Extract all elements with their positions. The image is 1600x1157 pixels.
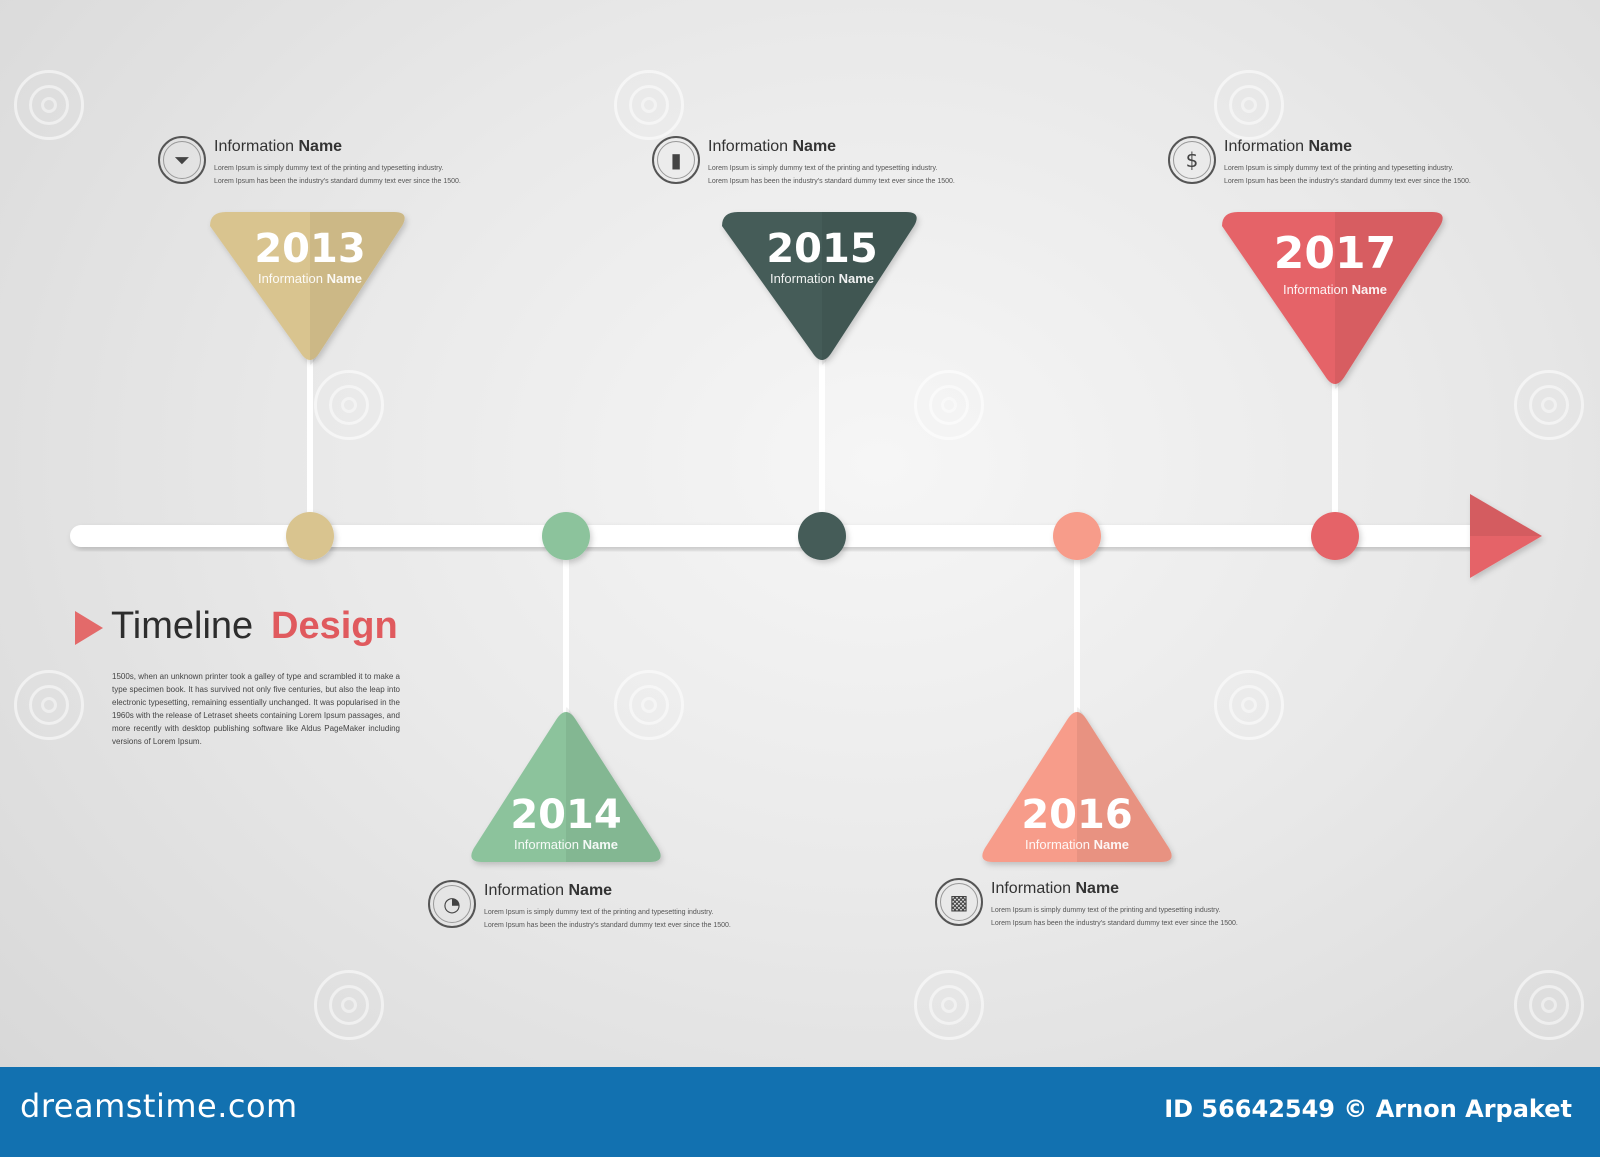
watermark-logo bbox=[1214, 70, 1284, 140]
pin-sub-label: Information Name bbox=[514, 837, 618, 852]
buildings-icon: ▩ bbox=[935, 878, 983, 926]
pin-year-label: 2013 bbox=[254, 226, 365, 272]
info-title: Information Name bbox=[708, 138, 837, 155]
timeline-end-arrow bbox=[1470, 494, 1542, 578]
pin-shade bbox=[310, 212, 405, 365]
footer-bar: dreamstime.com ID 56642549 © Arnon Arpak… bbox=[0, 1067, 1600, 1157]
pin-sub-label: Information Name bbox=[1025, 837, 1129, 852]
timeline-end-arrow-shade bbox=[1470, 494, 1542, 536]
watermark-logo bbox=[914, 970, 984, 1040]
pin-year-label: 2014 bbox=[510, 792, 621, 838]
timeline-dot-2017 bbox=[1311, 512, 1359, 560]
pin-sub-label: Information Name bbox=[770, 271, 874, 286]
milestone-pin-2016 bbox=[982, 712, 1172, 862]
info-block-2015: ▮ Information Name Lorem Ipsum is simply… bbox=[652, 136, 982, 196]
info-block-2014: ◔ Information Name Lorem Ipsum is simply… bbox=[428, 880, 758, 940]
pin-year-label: 2016 bbox=[1021, 792, 1132, 838]
info-description: Lorem Ipsum is simply dummy text of the … bbox=[708, 165, 955, 185]
watermark-logo bbox=[14, 670, 84, 740]
pin-shade bbox=[1077, 707, 1172, 862]
timeline-dot-2013 bbox=[286, 512, 334, 560]
info-title: Information Name bbox=[484, 882, 613, 899]
watermark-logo bbox=[314, 370, 384, 440]
info-block-2013: ⏷ Information Name Lorem Ipsum is simply… bbox=[158, 136, 488, 196]
info-title: Information Name bbox=[991, 880, 1120, 897]
milestone-pin-2014 bbox=[471, 712, 661, 862]
watermark-logo bbox=[1214, 670, 1284, 740]
connector-line-2014 bbox=[563, 536, 569, 718]
info-block-2016: ▩ Information Name Lorem Ipsum is simply… bbox=[935, 878, 1265, 938]
timeline-dot-2015 bbox=[798, 512, 846, 560]
watermark-logo bbox=[614, 670, 684, 740]
connector-line-2013 bbox=[307, 354, 313, 536]
intro-paragraph: 1500s, when an unknown printer took a ga… bbox=[112, 672, 400, 746]
watermark-logo bbox=[314, 970, 384, 1040]
pin-year-label: 2017 bbox=[1274, 228, 1396, 279]
pin-shade bbox=[822, 212, 917, 365]
watermark-logo bbox=[914, 370, 984, 440]
play-arrow-icon bbox=[75, 611, 103, 645]
watermark-logo bbox=[14, 70, 84, 140]
connector-line-2017 bbox=[1332, 378, 1338, 536]
info-description: Lorem Ipsum is simply dummy text of the … bbox=[991, 907, 1238, 927]
timeline-axis bbox=[70, 525, 1482, 547]
pie-chart-icon: ◔ bbox=[428, 880, 476, 928]
pin-sub-label: Information Name bbox=[1283, 282, 1387, 297]
info-block-2017: $ Information Name Lorem Ipsum is simply… bbox=[1168, 136, 1498, 196]
brand-logo: dreamstime.com bbox=[20, 1087, 298, 1125]
tie-icon: ⏷ bbox=[158, 136, 206, 184]
info-description: Lorem Ipsum is simply dummy text of the … bbox=[484, 909, 731, 929]
info-description: Lorem Ipsum is simply dummy text of the … bbox=[214, 165, 461, 185]
milestone-pin-2015 bbox=[722, 212, 917, 360]
watermark-logo bbox=[614, 70, 684, 140]
bar-chart-icon: ▮ bbox=[652, 136, 700, 184]
image-credit: ID 56642549 © Arnon Arpaket bbox=[1164, 1095, 1572, 1123]
timeline-dot-2016 bbox=[1053, 512, 1101, 560]
dollar-icon: $ bbox=[1168, 136, 1216, 184]
pin-shade bbox=[1335, 212, 1443, 389]
pin-year-label: 2015 bbox=[766, 226, 877, 272]
pin-sub-label: Information Name bbox=[258, 271, 362, 286]
watermark-logo bbox=[1514, 370, 1584, 440]
heading-bold: Design bbox=[271, 605, 398, 647]
milestone-pin-2013 bbox=[210, 212, 405, 360]
milestone-pin-2017 bbox=[1222, 212, 1443, 384]
info-title: Information Name bbox=[1224, 138, 1353, 155]
connector-line-2016 bbox=[1074, 536, 1080, 718]
connector-line-2015 bbox=[819, 354, 825, 536]
info-description: Lorem Ipsum is simply dummy text of the … bbox=[1224, 165, 1471, 185]
info-title: Information Name bbox=[214, 138, 343, 155]
timeline-dot-2014 bbox=[542, 512, 590, 560]
watermark-logo bbox=[1514, 970, 1584, 1040]
pin-shade bbox=[566, 707, 661, 862]
heading-regular: Timeline bbox=[111, 605, 254, 647]
